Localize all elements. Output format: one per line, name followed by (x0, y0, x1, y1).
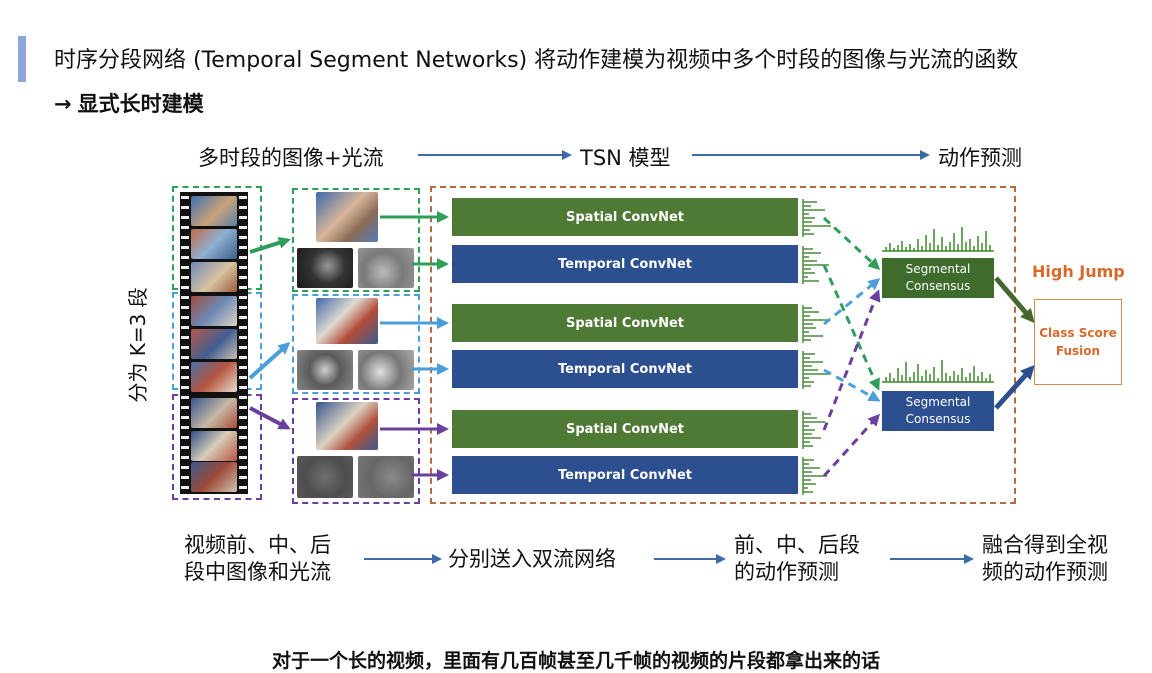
subtitle-caption: 对于一个长的视频，里面有几百帧甚至几千帧的视频的片段都拿出来的话 (271, 650, 880, 672)
video-frame (191, 262, 237, 292)
optical-flow-image (297, 248, 353, 288)
spatial-to-consensus-arrow (822, 216, 881, 271)
convnet-score-histograms (802, 199, 831, 495)
filmstrip-sprockets-right (239, 192, 247, 494)
consensus-label: Segmental Consensus (905, 395, 971, 426)
temporal-convnet-1: Temporal ConvNet (452, 245, 798, 283)
spatial-convnet-3: Spatial ConvNet (452, 410, 798, 448)
segment-3-sample-arrow (249, 406, 291, 430)
segmental-consensus-temporal: Segmental Consensus (882, 391, 994, 431)
bottom-flow-step-4: 融合得到全视 频的动作预测 (982, 533, 1108, 584)
page-heading: 时序分段网络 (Temporal Segment Networks) 将动作建模… (54, 48, 1019, 73)
predicted-class-label: High Jump (1032, 262, 1125, 281)
tsn-model-frame (430, 186, 1016, 504)
video-frame (191, 431, 237, 461)
video-frame (191, 398, 237, 428)
spatial-convnet-1: Spatial ConvNet (452, 198, 798, 236)
segment-2-samples-box (292, 294, 420, 394)
consensus-to-fusion-arrow (994, 276, 1035, 324)
segment-1-samples-box (292, 188, 420, 292)
top-flow-output: 动作预测 (938, 146, 1022, 170)
rgb-frame-image (316, 192, 378, 242)
fusion-label: Class Score Fusion (1039, 326, 1117, 358)
top-flow-input: 多时段的图像+光流 (198, 146, 384, 170)
spatial-convnet-2: Spatial ConvNet (452, 304, 798, 342)
temporal-convnet-3: Temporal ConvNet (452, 456, 798, 494)
video-frame (191, 362, 237, 392)
bottom-flow-step-3: 前、中、后段 的动作预测 (734, 533, 860, 584)
video-frame (191, 296, 237, 326)
optical-flow-image (358, 456, 414, 498)
video-frame (191, 462, 237, 492)
spatial-to-consensus-arrow (822, 289, 881, 431)
optical-flow-image (358, 350, 414, 390)
segmental-consensus-spatial: Segmental Consensus (882, 258, 994, 298)
rgb-frame-image (316, 402, 378, 450)
segment-1-sample-arrow (249, 236, 291, 254)
optical-flow-image (358, 248, 414, 288)
filmstrip-sprockets-left (181, 192, 189, 494)
video-frame (191, 196, 237, 226)
optical-flow-image (297, 350, 353, 390)
segment-3-samples-box (292, 398, 420, 504)
top-flow-model: TSN 模型 (580, 146, 671, 170)
bottom-flow-step-1: 视频前、中、后 段中图像和光流 (184, 533, 331, 584)
class-score-fusion-box: Class Score Fusion (1034, 299, 1122, 385)
accent-bar (18, 36, 26, 82)
consensus-label: Segmental Consensus (905, 262, 971, 293)
temporal-convnet-2: Temporal ConvNet (452, 350, 798, 388)
subheading-text: 显式长时建模 (77, 92, 204, 116)
video-filmstrip (180, 192, 248, 494)
bottom-flow-step-2: 分别送入双流网络 (448, 547, 616, 571)
consensus-score-histograms (882, 227, 994, 383)
temporal-to-consensus-arrow (822, 413, 881, 478)
right-arrow-icon: → (54, 92, 72, 116)
video-frame (191, 329, 237, 359)
rgb-frame-image (316, 298, 378, 344)
optical-flow-image (297, 456, 353, 498)
segment-2-sample-arrow (248, 341, 291, 380)
temporal-to-consensus-arrow (823, 368, 881, 402)
spatial-to-consensus-arrow (823, 278, 881, 326)
video-frame (191, 229, 237, 259)
subheading: →显式长时建模 (54, 88, 204, 118)
consensus-to-fusion-arrow (994, 365, 1035, 410)
temporal-to-consensus-arrow (822, 264, 880, 391)
